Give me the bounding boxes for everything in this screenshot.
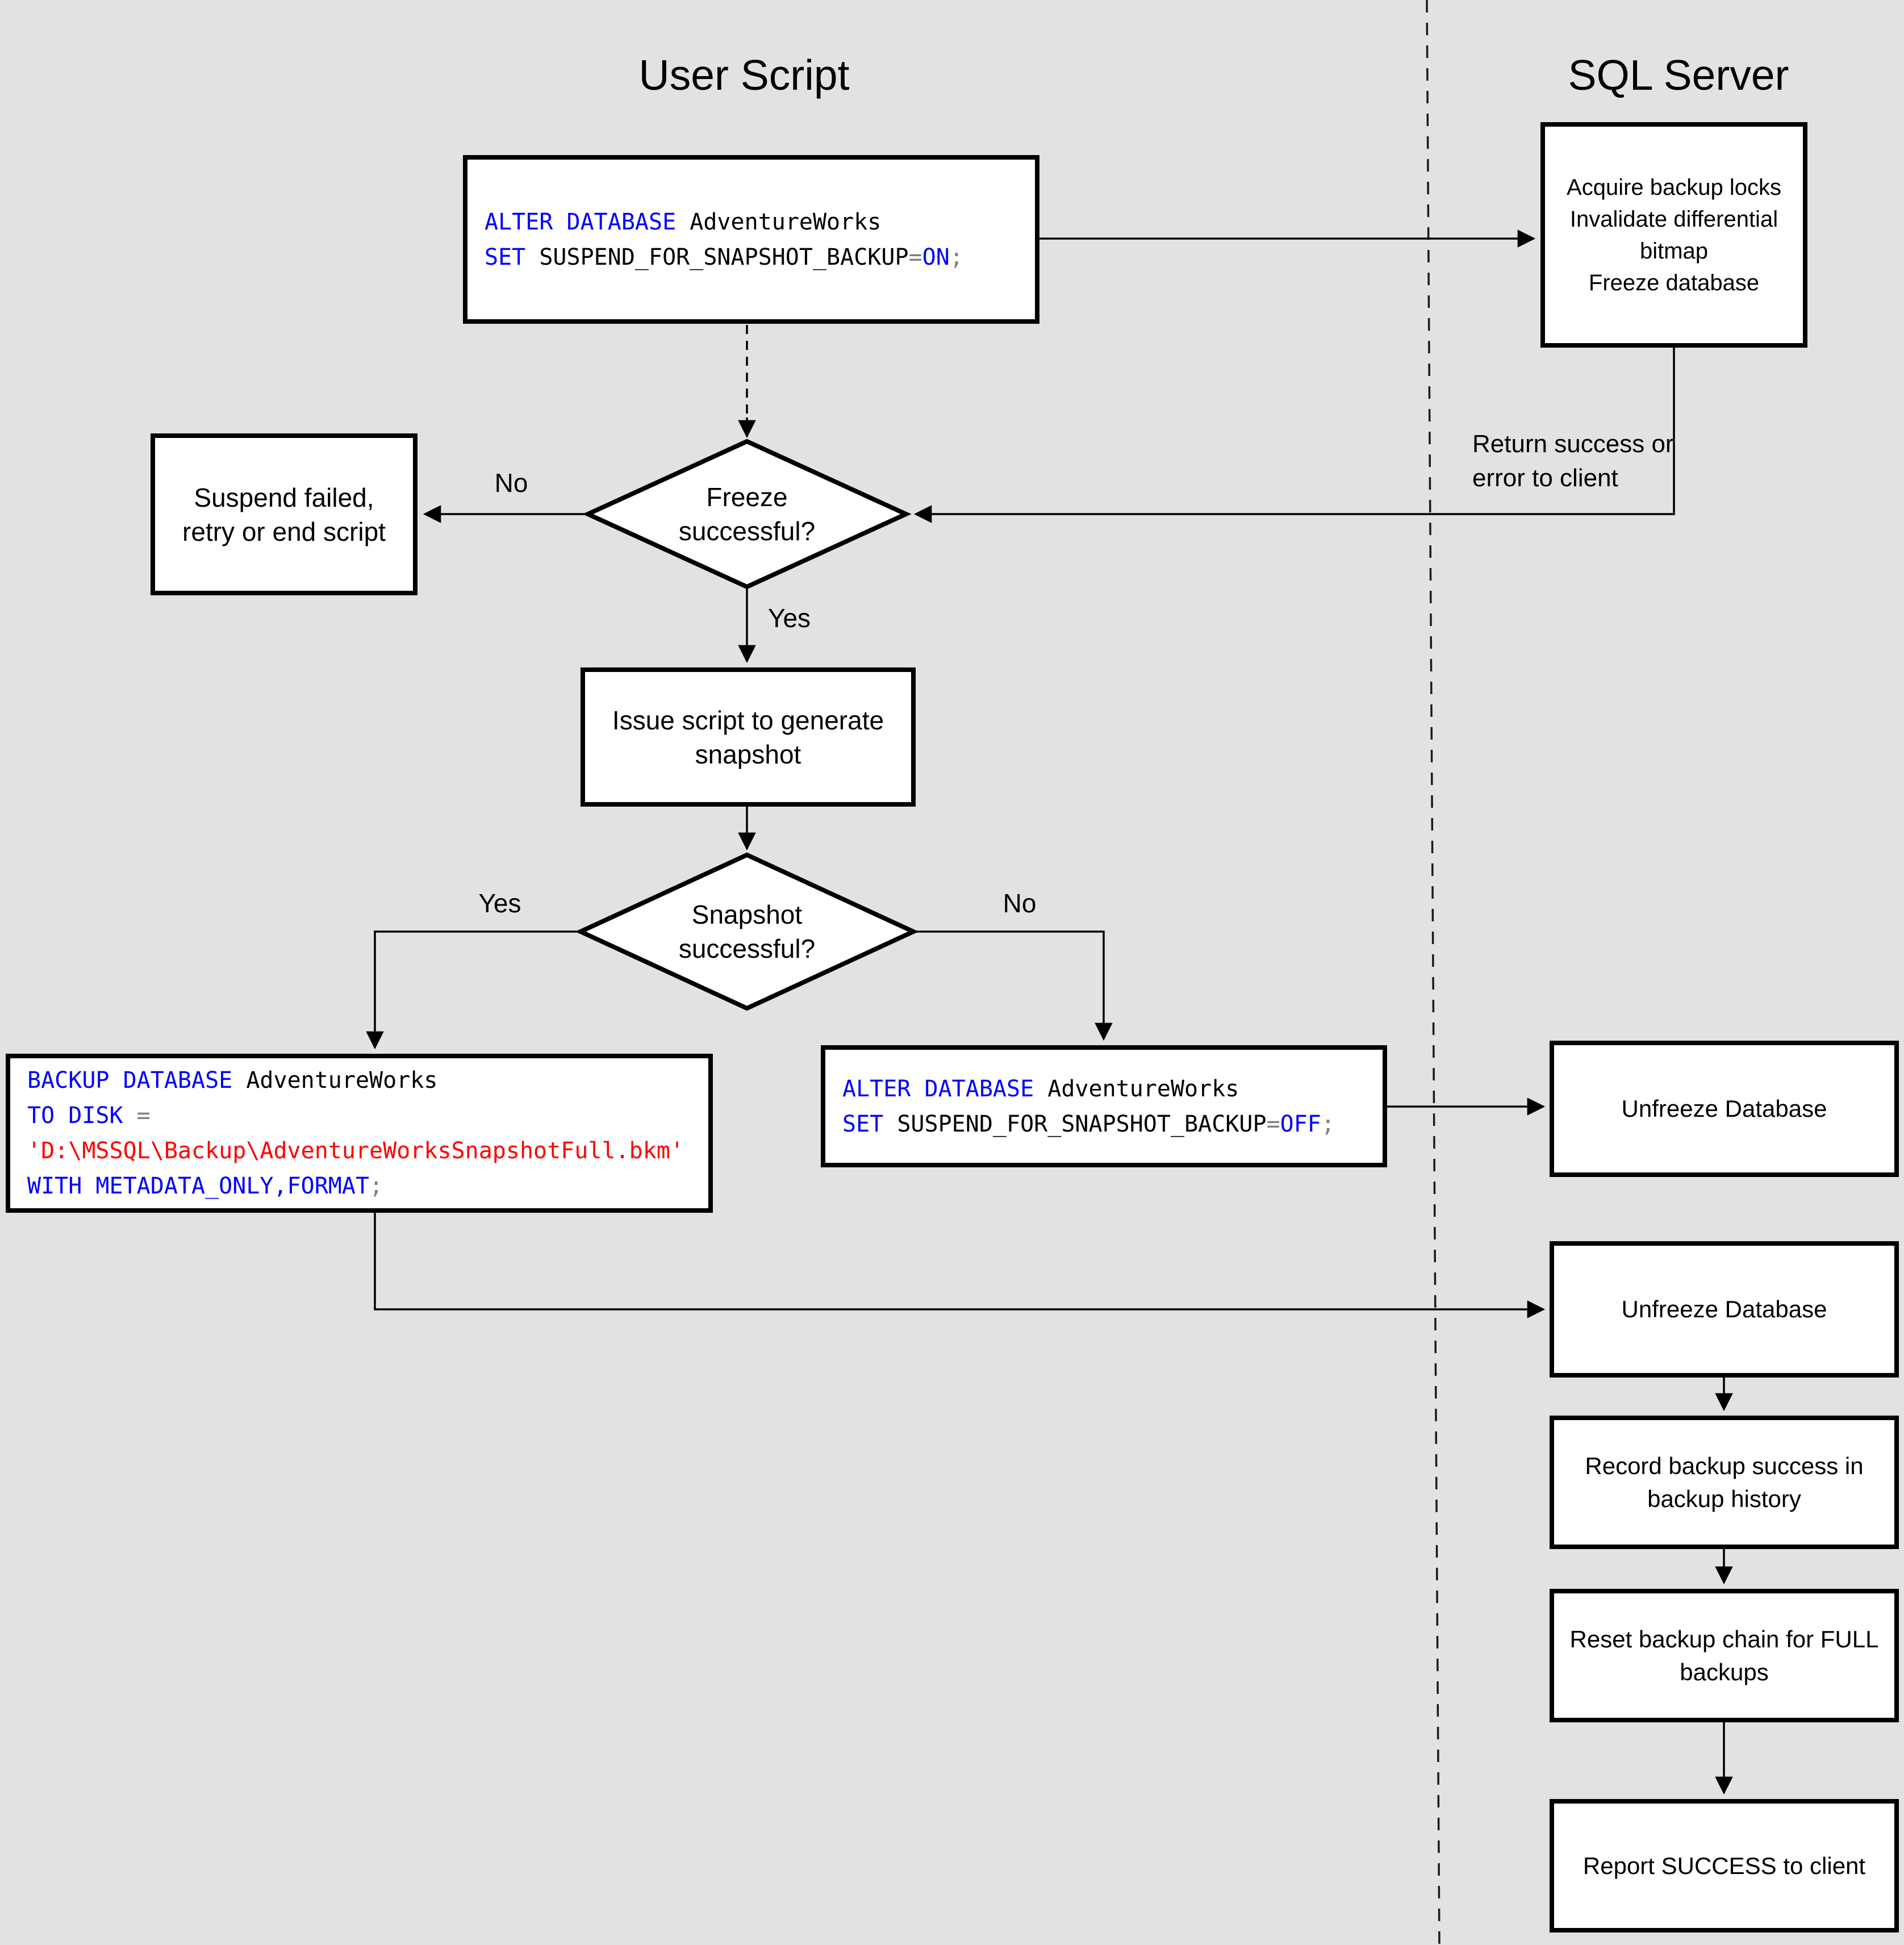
code-line: SET SUSPEND_FOR_SNAPSHOT_BACKUP=ON; bbox=[485, 240, 1035, 275]
node-label: Unfreeze Database bbox=[1621, 1095, 1827, 1122]
code-line: SET SUSPEND_FOR_SNAPSHOT_BACKUP=OFF; bbox=[842, 1107, 1383, 1142]
code-line: ALTER DATABASE AdventureWorks bbox=[485, 204, 1035, 240]
node-issue-script: Issue script to generate snapshot bbox=[581, 667, 916, 807]
lane-title-user-script: User Script bbox=[638, 51, 850, 99]
decision-snapshot-shape bbox=[575, 852, 919, 1011]
node-record-backup-history: Record backup success in backup history bbox=[1550, 1416, 1899, 1549]
decision-snapshot-label: Snapshot successful? bbox=[678, 900, 816, 963]
code-line: BACKUP DATABASE AdventureWorks bbox=[27, 1063, 708, 1098]
annotation-return-to-client: Return success or error to client bbox=[1472, 430, 1674, 492]
sql-identifier: SUSPEND_FOR_SNAPSHOT_BACKUP bbox=[525, 244, 909, 270]
sql-keyword: ON bbox=[922, 244, 950, 270]
code-line: 'D:\MSSQL\Backup\AdventureWorksSnapshotF… bbox=[27, 1133, 708, 1168]
branch-label-freeze-yes: Yes bbox=[768, 603, 811, 633]
node-label: Report SUCCESS to client bbox=[1583, 1852, 1866, 1879]
sql-operator: = bbox=[908, 244, 922, 270]
arrow-backup-to-unfreeze2 bbox=[374, 1213, 1546, 1318]
node-unfreeze-database-2: Unfreeze Database bbox=[1550, 1241, 1899, 1378]
sql-operator: = bbox=[123, 1103, 151, 1129]
sql-identifier: AdventureWorks bbox=[232, 1067, 438, 1093]
sql-operator: = bbox=[1266, 1111, 1280, 1137]
sql-keyword: SET bbox=[842, 1111, 884, 1137]
sql-keyword: TO DISK bbox=[27, 1103, 123, 1129]
code-line: TO DISK = bbox=[27, 1098, 708, 1133]
node-reset-backup-chain: Reset backup chain for FULL backups bbox=[1550, 1589, 1899, 1722]
node-unfreeze-database-1: Unfreeze Database bbox=[1550, 1041, 1899, 1177]
node-label: Record backup success in backup history bbox=[1585, 1452, 1864, 1512]
sql-identifier: AdventureWorks bbox=[1034, 1075, 1239, 1102]
sql-terminator: ; bbox=[949, 244, 963, 270]
node-label: Reset backup chain for FULL backups bbox=[1569, 1625, 1879, 1685]
sql-identifier: AdventureWorks bbox=[676, 208, 882, 235]
node-label: Issue script to generate snapshot bbox=[612, 705, 884, 769]
sql-keyword: ALTER DATABASE bbox=[842, 1075, 1034, 1102]
node-label: Unfreeze Database bbox=[1621, 1296, 1827, 1322]
branch-label-snapshot-yes: Yes bbox=[478, 888, 521, 918]
node-alter-suspend-on: ALTER DATABASE AdventureWorks SET SUSPEN… bbox=[463, 155, 1039, 324]
arrow-acquire-to-freeze bbox=[913, 348, 1675, 523]
sql-keyword: SET bbox=[485, 244, 526, 270]
sql-keyword: OFF bbox=[1280, 1111, 1321, 1137]
code-line: ALTER DATABASE AdventureWorks bbox=[842, 1071, 1383, 1107]
node-label: Acquire backup locks Invalidate differen… bbox=[1567, 174, 1781, 295]
code-line: WITH METADATA_ONLY,FORMAT; bbox=[27, 1168, 708, 1204]
node-label: Suspend failed, retry or end script bbox=[182, 482, 386, 546]
lane-title-sql-server: SQL Server bbox=[1568, 51, 1789, 99]
sql-identifier: SUSPEND_FOR_SNAPSHOT_BACKUP bbox=[883, 1111, 1267, 1137]
branch-label-freeze-no: No bbox=[494, 468, 528, 498]
node-alter-suspend-off: ALTER DATABASE AdventureWorks SET SUSPEN… bbox=[821, 1045, 1387, 1167]
branch-label-snapshot-no: No bbox=[1003, 888, 1037, 918]
node-report-success: Report SUCCESS to client bbox=[1550, 1799, 1899, 1933]
lane-divider-line bbox=[1426, 0, 1440, 1945]
arrow-snapshot-yes bbox=[366, 930, 581, 1050]
node-acquire-backup-locks: Acquire backup locks Invalidate differen… bbox=[1540, 122, 1807, 348]
sql-string: 'D:\MSSQL\Backup\AdventureWorksSnapshotF… bbox=[27, 1138, 684, 1164]
sql-keyword: WITH METADATA_ONLY,FORMAT bbox=[27, 1173, 370, 1199]
node-suspend-failed: Suspend failed, retry or end script bbox=[151, 433, 417, 595]
decision-freeze-shape bbox=[582, 439, 912, 590]
sql-terminator: ; bbox=[1321, 1111, 1335, 1137]
node-backup-database: BACKUP DATABASE AdventureWorks TO DISK =… bbox=[6, 1054, 713, 1213]
sql-keyword: ALTER DATABASE bbox=[485, 208, 677, 235]
sql-keyword: BACKUP DATABASE bbox=[27, 1067, 233, 1093]
arrow-snapshot-no bbox=[913, 930, 1113, 1041]
sql-terminator: ; bbox=[369, 1173, 383, 1199]
decision-freeze-label: Freeze successful? bbox=[678, 482, 816, 546]
